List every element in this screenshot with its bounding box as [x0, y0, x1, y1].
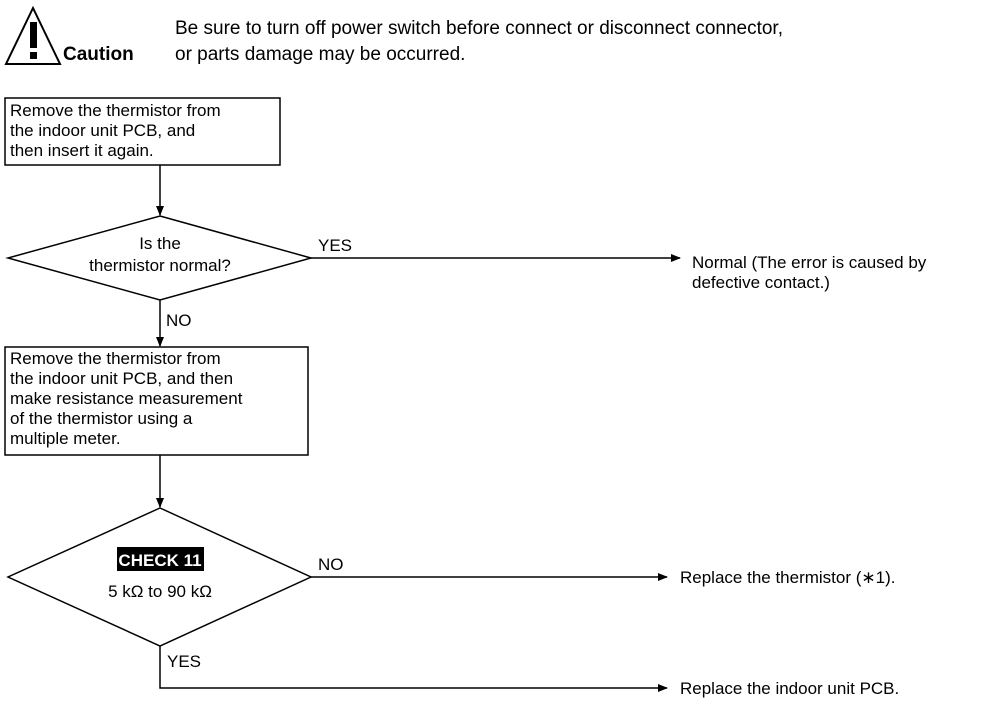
diamond1-yes-label: YES — [318, 236, 352, 255]
box1-line3: then insert it again. — [10, 141, 154, 160]
caution-text-line1: Be sure to turn off power switch before … — [175, 18, 783, 39]
check11-range: 5 kΩ to 90 kΩ — [108, 582, 212, 601]
box2-line1: Remove the thermistor from — [10, 349, 221, 368]
result-normal-line2: defective contact.) — [692, 273, 830, 292]
diamond1-line2: thermistor normal? — [89, 256, 231, 275]
check11-badge-text: CHECK 11 — [118, 551, 201, 570]
process-box-measure-text: Remove the thermistor from the indoor un… — [10, 349, 243, 448]
decision-diamond-check11 — [6, 507, 313, 647]
diamond1-line1: Is the — [139, 234, 181, 253]
process-box-reinsert — [4, 97, 281, 166]
result-replace-thermistor: Replace the thermistor (∗1). — [680, 568, 896, 587]
result-replace-pcb: Replace the indoor unit PCB. — [680, 679, 899, 698]
box2-line5: multiple meter. — [10, 429, 121, 448]
box1-line2: the indoor unit PCB, and — [10, 121, 195, 140]
process-box-measure-resistance — [4, 346, 309, 456]
process-box-reinsert-text: Remove the thermistor from the indoor un… — [10, 101, 221, 160]
box2-line3: make resistance measurement — [10, 389, 243, 408]
result-normal-line1: Normal (The error is caused by — [692, 253, 927, 272]
diamond1-no-label: NO — [166, 311, 192, 330]
connector-diamond2-yes — [159, 646, 668, 692]
box1-line1: Remove the thermistor from — [10, 101, 221, 120]
caution-text-line2: or parts damage may be occurred. — [175, 44, 465, 65]
diamond2-no-label: NO — [318, 555, 344, 574]
box2-line2: the indoor unit PCB, and then — [10, 369, 233, 388]
box2-line4: of the thermistor using a — [10, 409, 193, 428]
caution-label: Caution — [63, 44, 134, 65]
diamond2-yes-label: YES — [167, 652, 201, 671]
caution-icon — [4, 5, 62, 65]
check11-badge — [117, 547, 204, 571]
